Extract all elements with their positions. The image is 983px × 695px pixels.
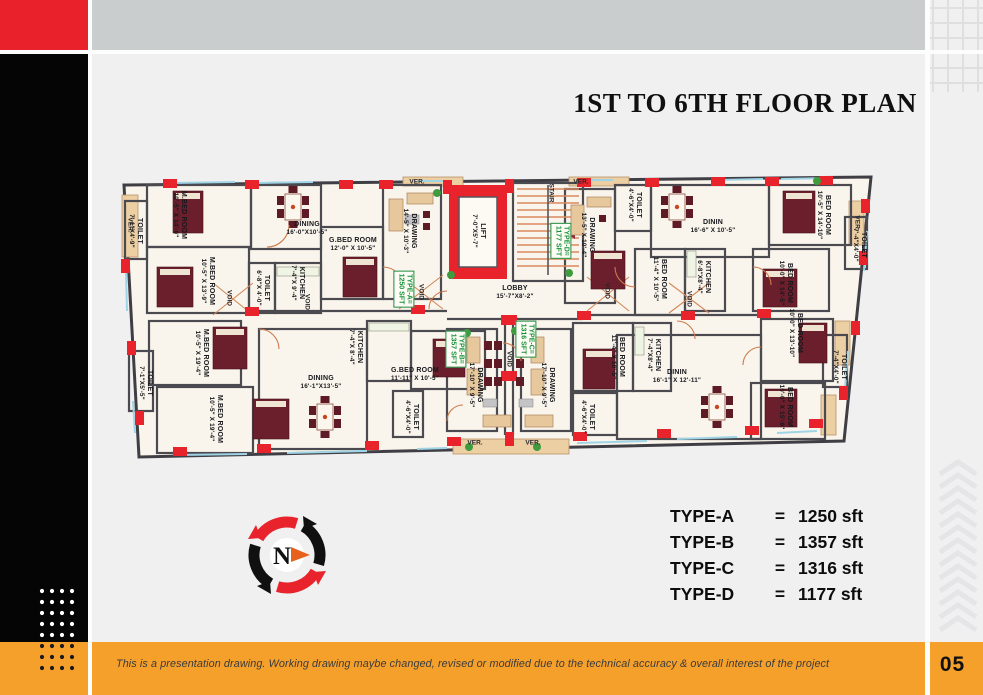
legend-row: TYPE-D = 1177 sft [670,581,908,607]
legend-area: 1250 sft [798,505,864,526]
legend-type: TYPE-B [670,531,735,552]
verandah-label: VER. [853,215,861,231]
legend-area: 1357 sft [798,531,864,552]
verandah-label: VER. [126,217,134,233]
void-label: VOID [225,290,233,306]
legend-type: TYPE-D [670,583,735,604]
unit-type-tag: TYPE-C=1316 SFT [515,320,537,358]
divider-top [0,50,983,54]
footer-orange-bar [0,642,983,695]
grid-pattern-decor [928,0,983,92]
verandah-label: VER. [409,178,425,186]
legend-row: TYPE-A = 1250 sft [670,503,908,529]
void-label: VOID [417,284,425,300]
void-label: VOID [303,294,311,310]
compass-north-label: N [273,543,291,570]
verandah-label: VER. [467,439,483,447]
disclaimer-text: This is a presentation drawing. Working … [116,658,830,670]
void-label: VOID [505,351,513,367]
legend-eq: = [774,557,786,578]
legend-type: TYPE-A [670,505,735,526]
verandah-label: VER. [525,439,541,447]
divider-left [88,0,92,695]
verandah-label: VER. [573,178,589,186]
page-number: 05 [939,653,966,676]
unit-type-tag: TYPE-D=1177 SFT [550,222,572,260]
brand-red-block [0,0,88,50]
chevron-pattern-decor [938,458,978,633]
legend-area: 1177 sft [798,583,863,604]
divider-right [925,0,930,695]
legend-eq: = [774,505,786,526]
legend-type: TYPE-C [670,557,735,578]
stair-label: STAIR [547,183,555,203]
legend-row: TYPE-C = 1316 sft [670,555,908,581]
void-label: VOID [603,283,611,299]
void-label: VOID [685,291,693,307]
unit-type-tag: TYPE-B=1357 SFT [445,330,467,368]
floor-plan-drawing [121,175,873,459]
legend-eq: = [774,531,786,552]
legend-area: 1316 sft [798,557,864,578]
top-gray-bar [92,0,925,50]
dot-pattern-decor [39,588,75,671]
legend-eq: = [774,583,786,604]
legend-row: TYPE-B = 1357 sft [670,529,908,555]
unit-type-tag: TYPE-A=1250 SFT [393,270,415,308]
compass-rose: N [248,516,326,594]
left-black-sidebar [0,54,88,642]
page-title: 1ST TO 6TH FLOOR PLAN [573,88,917,118]
